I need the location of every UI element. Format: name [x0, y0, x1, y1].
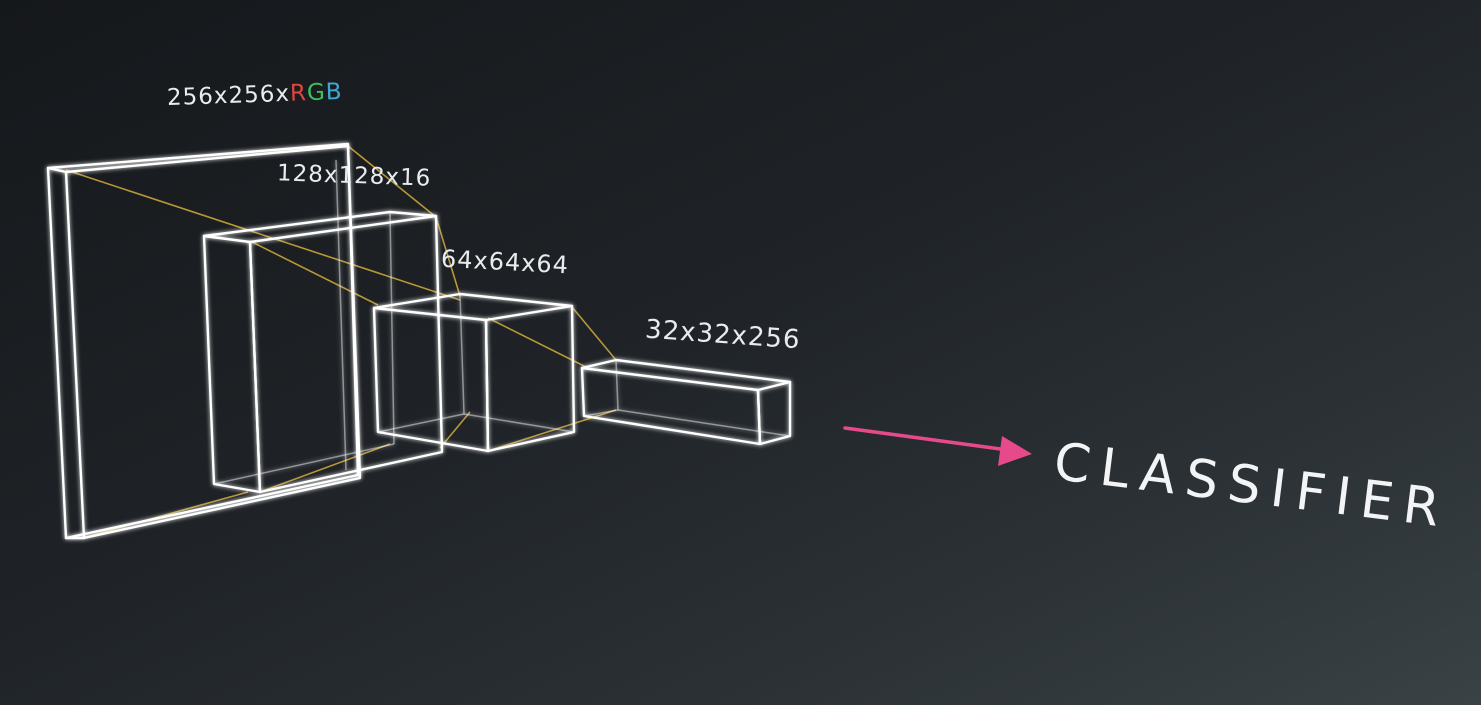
layer-256-slab — [46, 142, 362, 540]
layer-1-label-b: B — [325, 78, 344, 106]
layer-1-label-g: G — [306, 79, 327, 107]
layer-32-box — [580, 358, 792, 446]
layer-1-label-dims: 256x256x — [166, 80, 291, 112]
arrowhead-icon — [998, 436, 1032, 466]
layer-1-label-r: R — [289, 80, 308, 107]
layer-2-label: 128x128x16 — [276, 160, 432, 192]
layer-64-box — [372, 292, 576, 453]
layer-128-box — [202, 210, 444, 494]
arrow-to-classifier — [843, 426, 1032, 466]
